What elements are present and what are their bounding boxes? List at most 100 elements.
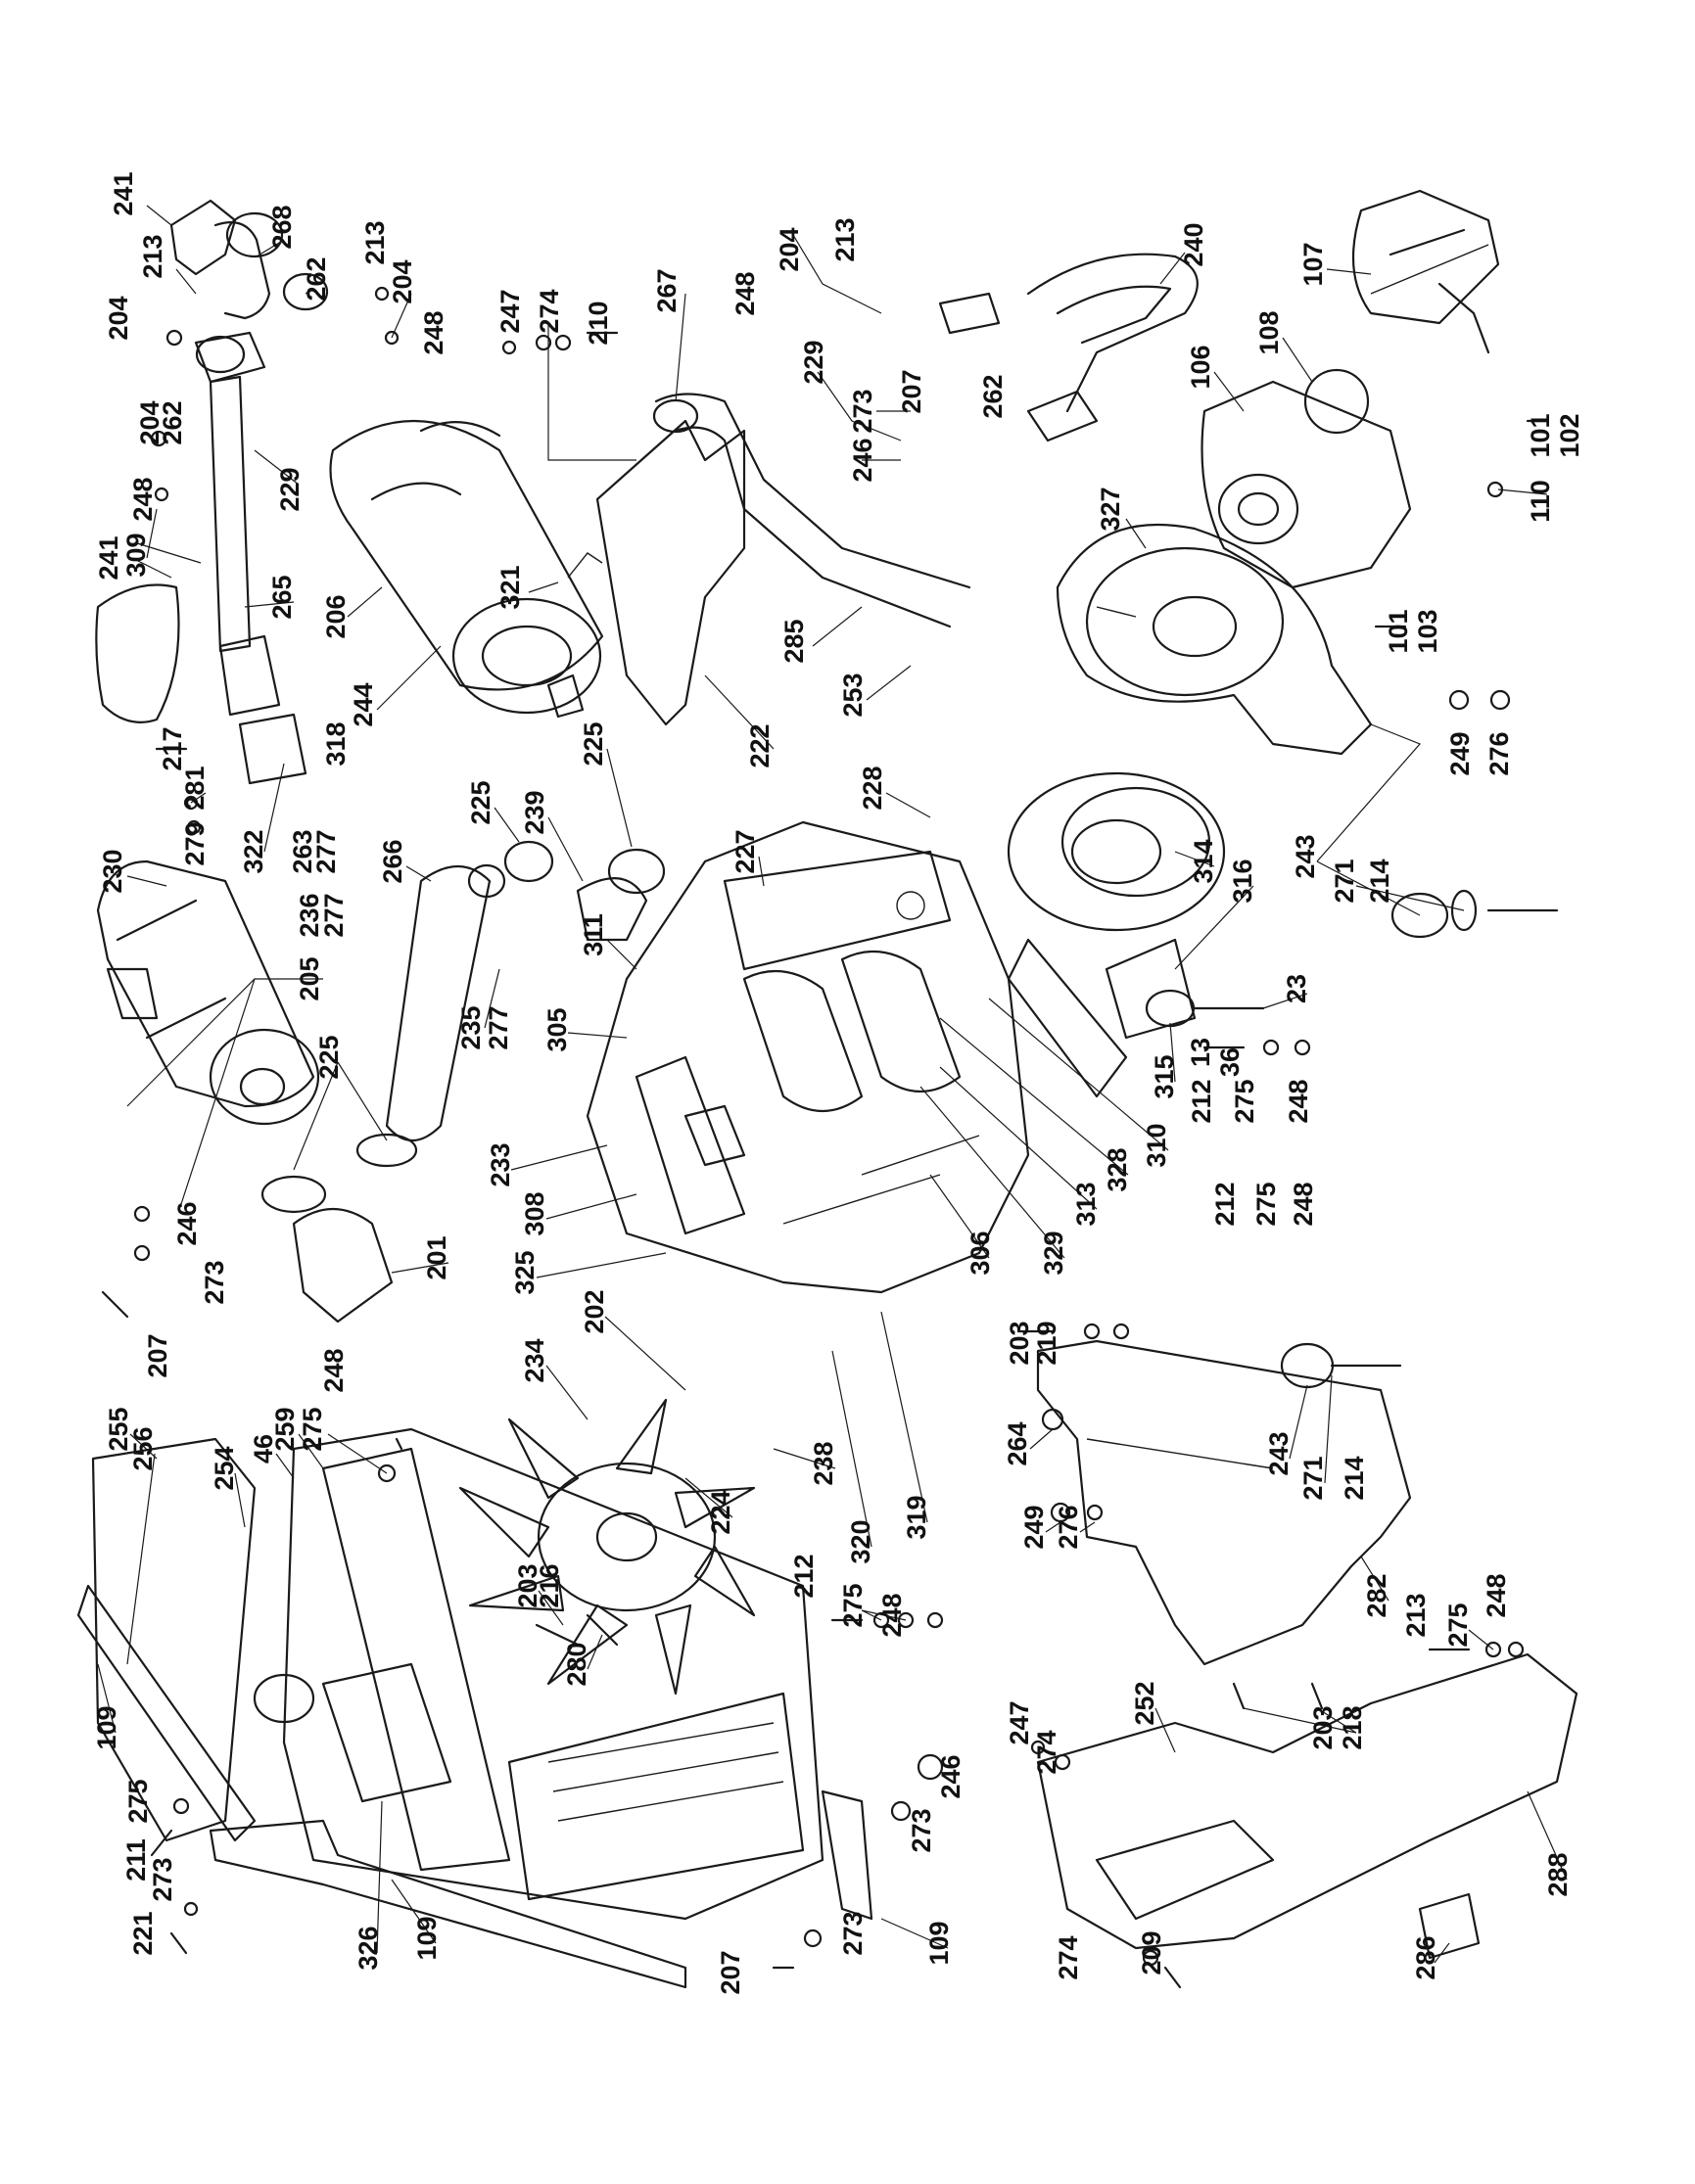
callout-273: 273 xyxy=(148,1857,177,1901)
callout-262: 262 xyxy=(158,400,187,444)
callout-209: 209 xyxy=(1137,1930,1166,1975)
callout-255: 255 xyxy=(104,1407,133,1451)
hydraulic-pump xyxy=(1201,189,1500,589)
callout-238: 238 xyxy=(809,1441,838,1485)
callout-311: 311 xyxy=(579,913,608,956)
callout-23: 23 xyxy=(1282,974,1311,1003)
callout-246: 246 xyxy=(848,438,877,482)
callout-266: 266 xyxy=(378,839,407,883)
callout-207: 207 xyxy=(897,369,926,413)
callout-243: 243 xyxy=(1291,834,1320,878)
callout-262: 262 xyxy=(302,256,331,301)
callout-318: 318 xyxy=(321,721,351,766)
callout-203: 203 xyxy=(1308,1705,1338,1749)
callout-273: 273 xyxy=(907,1808,936,1852)
callout-262: 262 xyxy=(978,374,1008,418)
callout-247: 247 xyxy=(1005,1700,1034,1744)
callout-241: 241 xyxy=(94,535,123,580)
callout-322: 322 xyxy=(239,829,268,873)
callout-288: 288 xyxy=(1543,1852,1573,1896)
callout-236: 236 xyxy=(295,893,324,937)
callout-268: 268 xyxy=(267,205,297,249)
callout-319: 319 xyxy=(902,1495,931,1539)
callout-206: 206 xyxy=(321,594,351,638)
heat-shield-bracket xyxy=(595,419,746,726)
callout-277: 277 xyxy=(311,829,341,873)
lower-bracket xyxy=(1036,1652,1578,1960)
callout-265: 265 xyxy=(267,575,297,619)
callout-329: 329 xyxy=(1039,1231,1068,1275)
callout-274: 274 xyxy=(535,289,564,333)
callout-204: 204 xyxy=(775,227,804,271)
callout-256: 256 xyxy=(128,1426,158,1470)
callout-252: 252 xyxy=(1130,1681,1159,1725)
callout-204: 204 xyxy=(135,400,165,444)
callout-316: 316 xyxy=(1228,859,1257,903)
callout-241: 241 xyxy=(109,171,138,215)
callout-213: 213 xyxy=(138,234,167,278)
callout-244: 244 xyxy=(349,682,378,726)
callout-248: 248 xyxy=(1482,1573,1511,1617)
callout-271: 271 xyxy=(1298,1456,1328,1500)
callout-263: 263 xyxy=(288,829,317,873)
callout-36: 36 xyxy=(1215,1047,1245,1077)
air-intake-elbow xyxy=(169,199,329,384)
engine-mount-upper xyxy=(1145,889,1559,1028)
callout-219: 219 xyxy=(1032,1321,1061,1365)
callout-253: 253 xyxy=(838,673,868,717)
callout-204: 204 xyxy=(388,259,417,303)
callout-101: 101 xyxy=(1526,413,1555,457)
callout-267: 267 xyxy=(652,268,682,312)
callout-305: 305 xyxy=(542,1007,572,1051)
callout-13: 13 xyxy=(1186,1038,1215,1067)
callout-280: 280 xyxy=(562,1642,591,1686)
callout-314: 314 xyxy=(1189,839,1218,883)
callout-274: 274 xyxy=(1054,1935,1083,1979)
callout-212: 212 xyxy=(1210,1182,1240,1226)
callout-264: 264 xyxy=(1003,1421,1032,1465)
callout-248: 248 xyxy=(1284,1079,1313,1123)
callout-320: 320 xyxy=(846,1519,875,1563)
callout-222: 222 xyxy=(745,723,775,767)
callout-247: 247 xyxy=(495,289,525,333)
callout-306: 306 xyxy=(965,1231,995,1275)
callout-106: 106 xyxy=(1186,345,1215,389)
callout-203: 203 xyxy=(1005,1321,1034,1365)
callout-273: 273 xyxy=(848,389,877,433)
air-cleaner xyxy=(96,860,320,1126)
callout-240: 240 xyxy=(1179,222,1208,266)
callout-246: 246 xyxy=(936,1754,965,1798)
radiator-assembly xyxy=(253,1427,824,1921)
callout-276: 276 xyxy=(1054,1505,1083,1549)
callout-235: 235 xyxy=(456,1005,486,1049)
callout-109: 109 xyxy=(92,1705,121,1749)
callout-275: 275 xyxy=(298,1407,327,1451)
callout-249: 249 xyxy=(1019,1505,1049,1549)
callout-214: 214 xyxy=(1365,859,1394,903)
callout-275: 275 xyxy=(1230,1079,1259,1123)
callout-248: 248 xyxy=(730,271,760,315)
callout-248: 248 xyxy=(877,1593,907,1637)
callout-202: 202 xyxy=(580,1289,609,1333)
callout-249: 249 xyxy=(1445,731,1475,775)
callout-229: 229 xyxy=(275,467,305,511)
callout-213: 213 xyxy=(830,217,860,261)
callout-233: 233 xyxy=(486,1142,515,1186)
callout-325: 325 xyxy=(510,1250,540,1294)
callout-277: 277 xyxy=(319,893,349,937)
callout-216: 216 xyxy=(535,1563,564,1607)
callout-204: 204 xyxy=(104,296,133,340)
callout-285: 285 xyxy=(779,619,809,663)
callout-234: 234 xyxy=(520,1338,549,1382)
callout-107: 107 xyxy=(1298,242,1328,286)
leader-lines xyxy=(97,205,1568,1964)
callout-214: 214 xyxy=(1340,1456,1369,1500)
callout-273: 273 xyxy=(200,1260,229,1304)
callout-213: 213 xyxy=(1401,1593,1431,1637)
callout-218: 218 xyxy=(1338,1705,1367,1749)
callout-309: 309 xyxy=(121,533,151,577)
callout-212: 212 xyxy=(789,1554,819,1598)
callout-308: 308 xyxy=(520,1191,549,1235)
